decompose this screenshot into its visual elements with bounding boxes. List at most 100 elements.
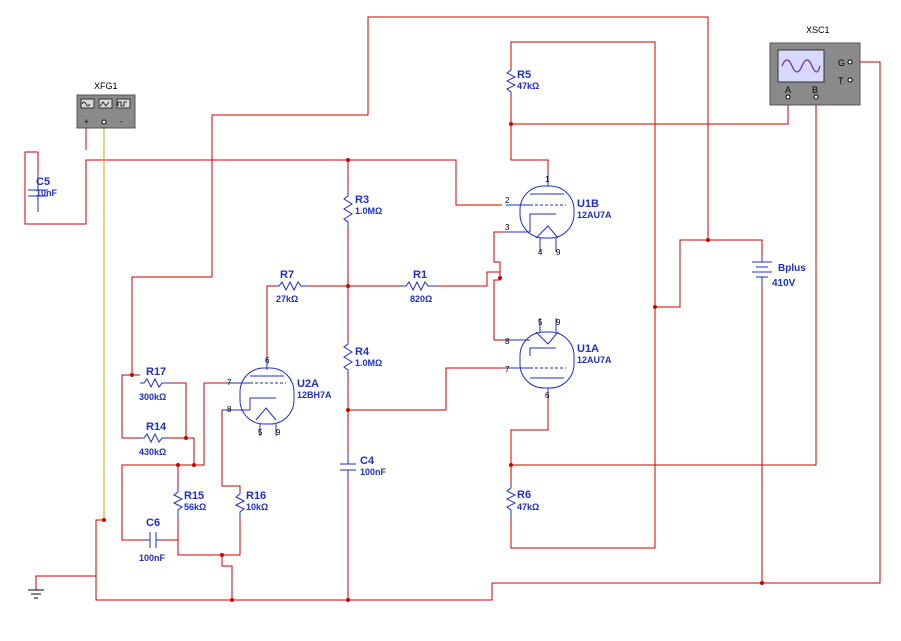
- junction: [498, 276, 502, 280]
- u2a-pin-6: 6: [265, 356, 270, 365]
- junction: [230, 598, 234, 602]
- r7-value: 27kΩ: [276, 294, 298, 304]
- r4-ref: R4: [355, 346, 370, 358]
- u2a-pin-9: 9: [276, 428, 281, 437]
- ground-icon: [28, 589, 44, 599]
- wire-scope-ground-bus: [95, 61, 881, 601]
- junction: [760, 581, 764, 585]
- u2a-value: 12BH7A: [297, 390, 332, 400]
- c5-ref: C5: [36, 176, 50, 188]
- u1a-pin-7: 7: [505, 365, 510, 374]
- junction: [192, 463, 196, 467]
- junction: [509, 463, 513, 467]
- resistor-r16[interactable]: R16 10kΩ: [234, 490, 268, 518]
- junction: [220, 553, 224, 557]
- wire-r17-r14-right: [170, 382, 187, 439]
- resistor-r7[interactable]: R7 27kΩ: [275, 269, 307, 304]
- wire-to-ground-bus: [221, 555, 233, 600]
- wire-u2a-grid7: [194, 382, 228, 466]
- wire-scope-b: [511, 97, 817, 466]
- wire-u2a-cathode-r16: [221, 410, 241, 490]
- r17-value: 300kΩ: [139, 392, 166, 402]
- wire-u2a-plate-r7: [266, 285, 275, 358]
- resistor-r1[interactable]: R1 820Ω: [400, 269, 438, 304]
- wire-c6-right: [162, 518, 179, 541]
- r16-value: 10kΩ: [246, 502, 268, 512]
- junctions: [102, 122, 764, 602]
- r5-value: 47kΩ: [517, 81, 539, 91]
- oscilloscope-xsc1[interactable]: XSC1 A B G T: [769, 25, 861, 106]
- scope-terminal-b: B: [812, 85, 818, 95]
- junction: [176, 463, 180, 467]
- c5-value: 10nF: [36, 188, 58, 198]
- r1-ref: R1: [413, 269, 427, 281]
- function-generator-xfg1[interactable]: XFG1 + -: [76, 81, 136, 129]
- resistor-r6[interactable]: R6 47kΩ: [505, 482, 539, 518]
- resistor-r17[interactable]: R17 300kΩ: [139, 366, 170, 402]
- capacitor-c6[interactable]: C6 100nF: [139, 517, 166, 563]
- wire-r5-to-u1b-plate: [510, 96, 549, 172]
- r6-value: 47kΩ: [517, 502, 539, 512]
- c6-ref: C6: [146, 517, 160, 529]
- wire-u1b-grid: [348, 159, 502, 206]
- u2a-pin-8: 8: [227, 405, 232, 414]
- scope-screen: [777, 49, 825, 83]
- u1b-pin-3: 3: [505, 223, 510, 232]
- resistor-r14[interactable]: R14 430kΩ: [139, 421, 170, 457]
- capacitor-c4[interactable]: C4 100nF: [340, 452, 387, 480]
- u1a-pin-8: 8: [505, 337, 510, 346]
- u2a-pin-5: 5: [258, 428, 263, 437]
- scope-terminal-a: A: [785, 85, 791, 95]
- fg-terminal-minus: -: [120, 117, 123, 126]
- resistor-r4[interactable]: R4 1.0MΩ: [343, 340, 382, 376]
- u1b-pin-2: 2: [505, 196, 510, 205]
- r15-value: 56kΩ: [184, 502, 206, 512]
- wire-scope-a: [511, 97, 789, 125]
- capacitor-c5[interactable]: C5 10nF: [28, 174, 58, 212]
- junction: [184, 436, 188, 440]
- r3-value: 1.0MΩ: [355, 206, 382, 216]
- wire-r14-r15: [177, 437, 195, 488]
- r7-ref: R7: [280, 269, 294, 281]
- fg-sine-icon: [80, 98, 95, 109]
- resistor-r3[interactable]: R3 1.0MΩ: [343, 192, 382, 228]
- tube-u2a[interactable]: 6 7 8 5 9 U2A 12BH7A: [222, 356, 332, 437]
- fg-triangle-icon: [98, 98, 113, 109]
- wire-r1-u1a-grid: [493, 272, 506, 341]
- c4-value: 100nF: [360, 467, 387, 477]
- wire-u1a-cathode-r6: [510, 392, 549, 482]
- u1a-pin-5: 5: [538, 318, 543, 327]
- fg-terminal-plus: +: [84, 117, 89, 126]
- r4-value: 1.0MΩ: [355, 358, 382, 368]
- c4-ref: C4: [360, 455, 375, 467]
- u1b-pin-9: 9: [556, 248, 561, 257]
- scope-sine-icon: [781, 59, 821, 73]
- u1b-value: 12AU7A: [577, 210, 612, 220]
- junction: [346, 408, 350, 412]
- junction: [509, 122, 513, 126]
- r6-ref: R6: [517, 489, 531, 501]
- wire-r15-r16-bottom: [177, 518, 241, 556]
- junction: [346, 158, 350, 162]
- wire-c5-input: [24, 151, 348, 225]
- fg-terminal-com[interactable]: [101, 119, 107, 125]
- r14-ref: R14: [146, 421, 167, 433]
- wire-feedback-top: [211, 16, 709, 277]
- resistor-r5[interactable]: R5 47kΩ: [505, 68, 539, 96]
- tube-u1a[interactable]: 5 9 8 7 6 U1A 12AU7A: [505, 318, 612, 400]
- tube-u1b[interactable]: 1 2 3 4 9 U1B 12AU7A: [505, 172, 612, 257]
- r14-value: 430kΩ: [139, 447, 166, 457]
- junction: [102, 518, 106, 522]
- wire-r6-bottom: [510, 307, 656, 549]
- wire-c6-left: [121, 464, 178, 541]
- r17-ref: R17: [146, 366, 166, 378]
- fg-label: XFG1: [94, 81, 118, 91]
- battery-bplus[interactable]: Bplus 410V: [752, 258, 806, 289]
- wire-r17-left: [121, 276, 212, 439]
- r1-value: 820Ω: [410, 294, 432, 304]
- u2a-ref: U2A: [297, 378, 319, 390]
- r3-ref: R3: [355, 194, 369, 206]
- junction: [130, 373, 134, 377]
- scope-label: XSC1: [806, 25, 830, 35]
- resistor-r15[interactable]: R15 56kΩ: [172, 488, 206, 518]
